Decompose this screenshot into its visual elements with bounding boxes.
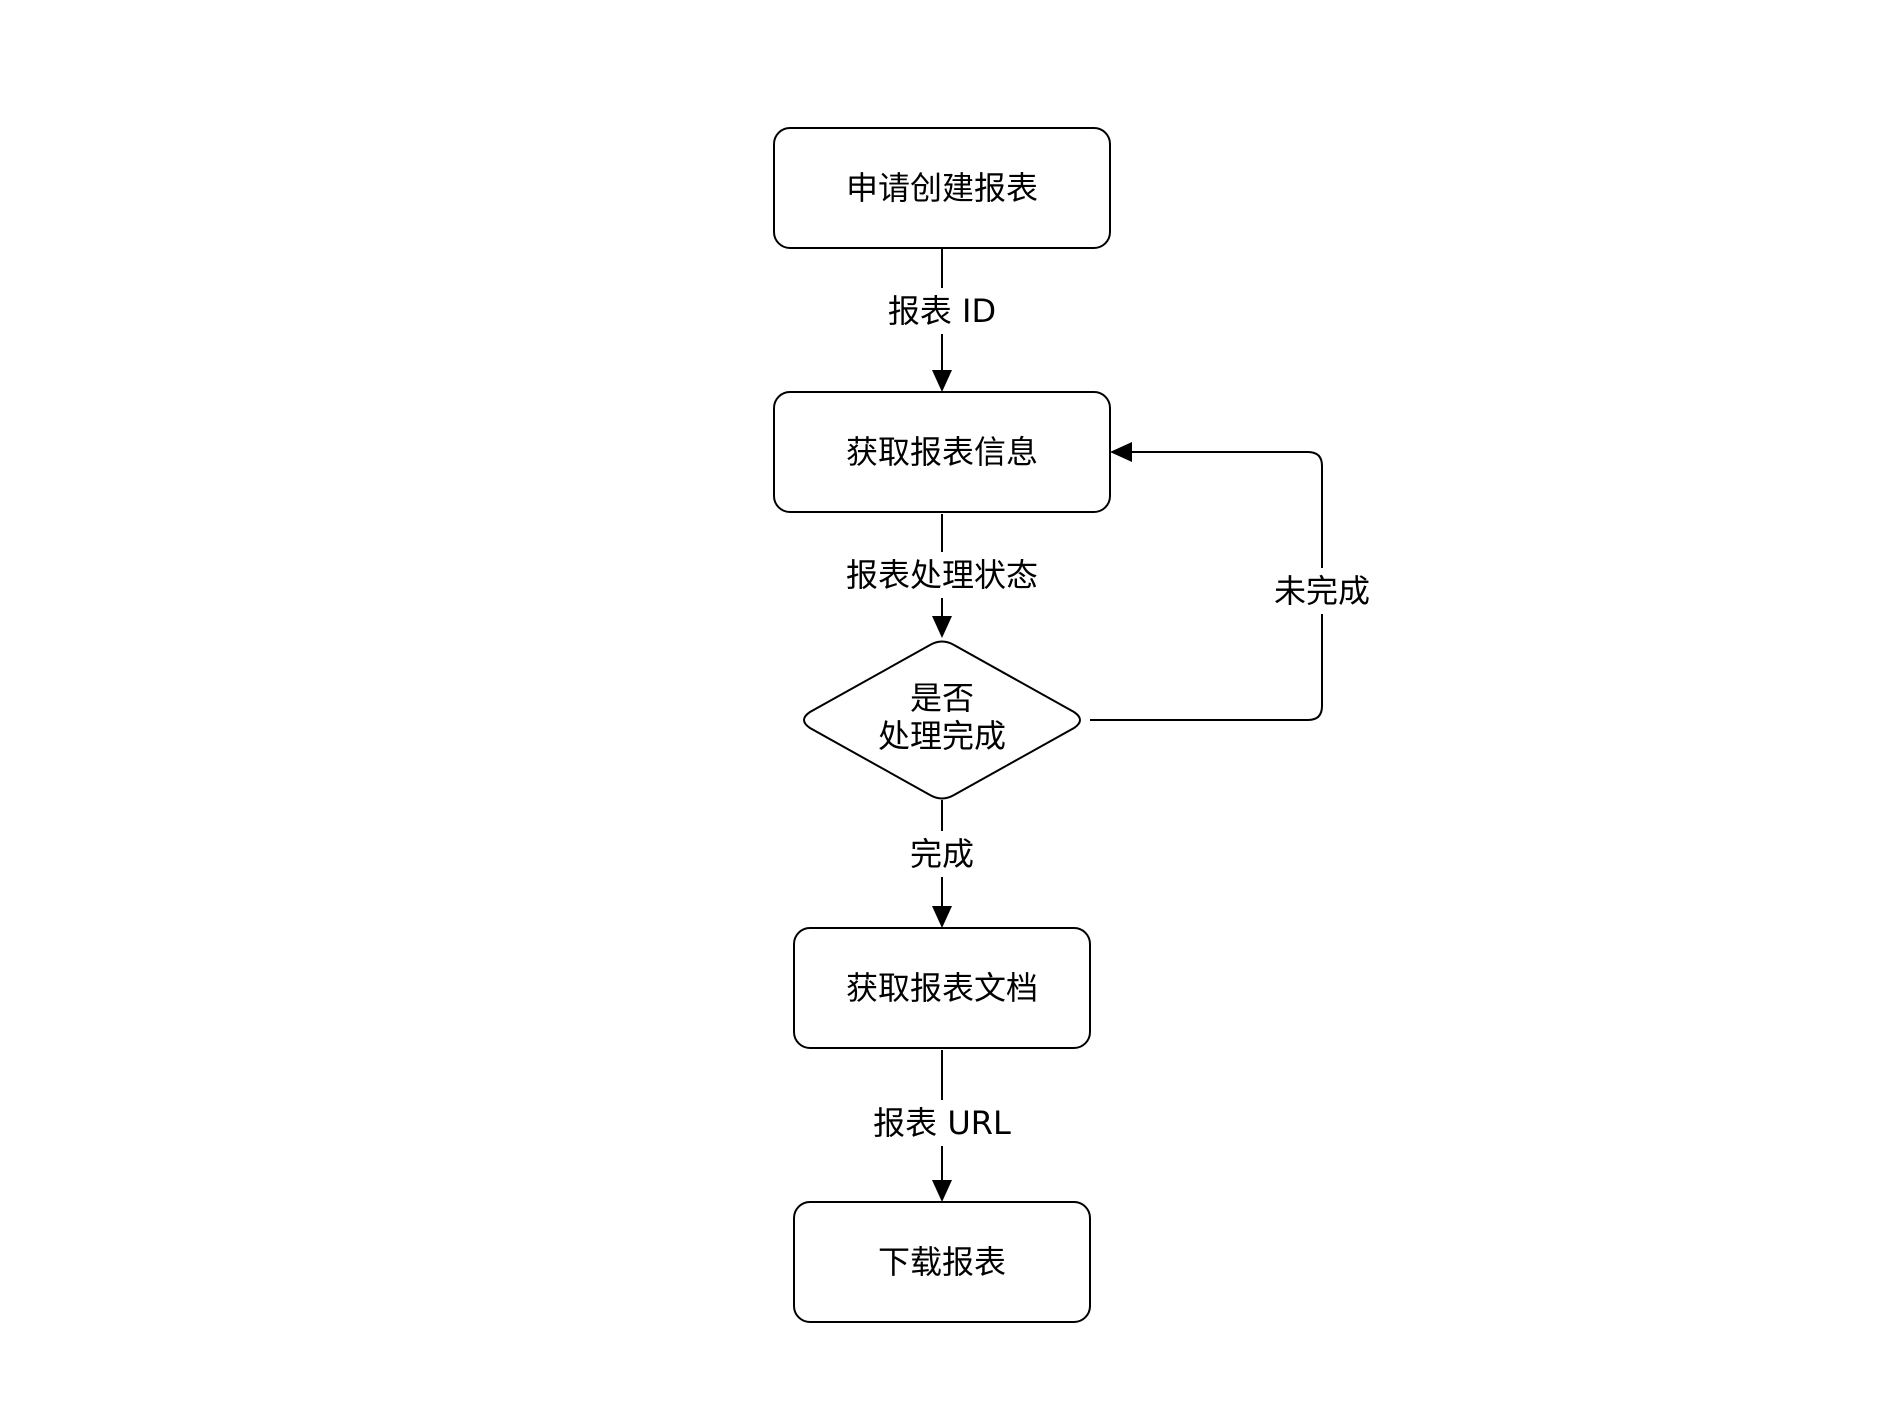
node-get-info-label: 获取报表信息 [846, 433, 1038, 471]
node-decision: 是否 处理完成 [803, 640, 1081, 800]
edge-label-not-complete: 未完成 [1274, 572, 1370, 610]
node-create-request: 申请创建报表 [773, 127, 1111, 249]
node-download: 下载报表 [793, 1201, 1091, 1323]
edge-labels: 报表 ID 报表处理状态 未完成 完成 报表 URL [846, 288, 1380, 1146]
node-decision-line1: 是否 [910, 679, 974, 717]
node-get-document: 获取报表文档 [793, 927, 1091, 1049]
decision-diamond [803, 640, 1081, 800]
nodes: 申请创建报表 获取报表信息 是否 处理完成 获取报表文档 下载报表 [773, 127, 1111, 1323]
edge-label-report-url: 报表 URL [873, 1104, 1011, 1142]
node-get-info: 获取报表信息 [773, 391, 1111, 513]
node-decision-line2: 处理完成 [878, 717, 1006, 755]
arrowhead-loop [1110, 442, 1132, 462]
node-create-request-label: 申请创建报表 [846, 169, 1038, 207]
node-download-label: 下载报表 [878, 1243, 1006, 1281]
arrowhead-decision [932, 616, 952, 638]
edge-label-report-id: 报表 ID [888, 292, 996, 330]
arrowhead-info [932, 370, 952, 392]
edge-label-complete: 完成 [910, 835, 974, 873]
arrowhead-download [932, 1180, 952, 1202]
node-get-document-label: 获取报表文档 [846, 969, 1038, 1007]
edge-label-processing-status: 报表处理状态 [846, 556, 1038, 594]
arrowhead-document [932, 906, 952, 928]
